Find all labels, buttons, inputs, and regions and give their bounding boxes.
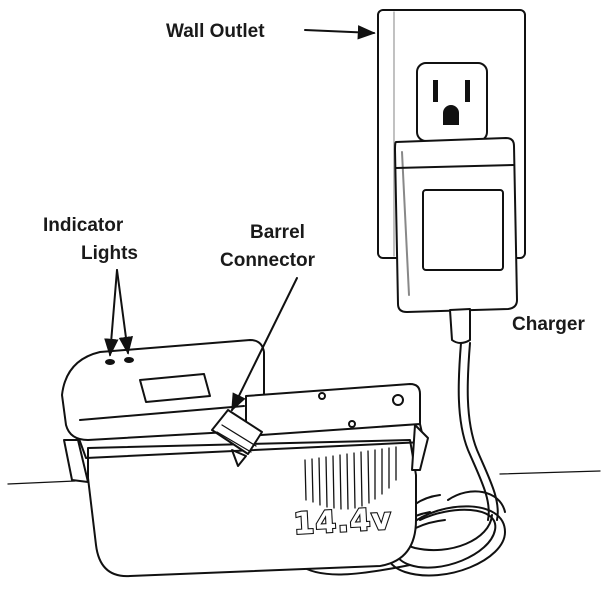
leader-arrows [104,25,376,412]
barrel-connector-arrow [231,277,298,412]
indicator-lights-label-line1: Indicator [43,215,124,236]
grip-ridges [304,446,397,510]
voltage-marking: 14.4v [293,502,393,542]
barrel-connector-label-line1: Barrel [250,222,305,243]
barrel-connector [211,409,263,467]
charger-label: Charger [512,314,585,335]
barrel-connector-label-line2: Connector [220,250,316,271]
table-edge [7,470,601,485]
indicator-lights [105,357,134,365]
battery-charger-cradle [61,339,429,578]
wall-charger [394,137,518,521]
indicator-lights-label-line2: Lights [81,243,138,264]
wall-outlet-label: Wall Outlet [166,21,265,42]
wall-outlet-arrow [304,25,376,40]
indicator-arrow-left [104,269,119,357]
indicator-arrow-right [116,269,134,355]
